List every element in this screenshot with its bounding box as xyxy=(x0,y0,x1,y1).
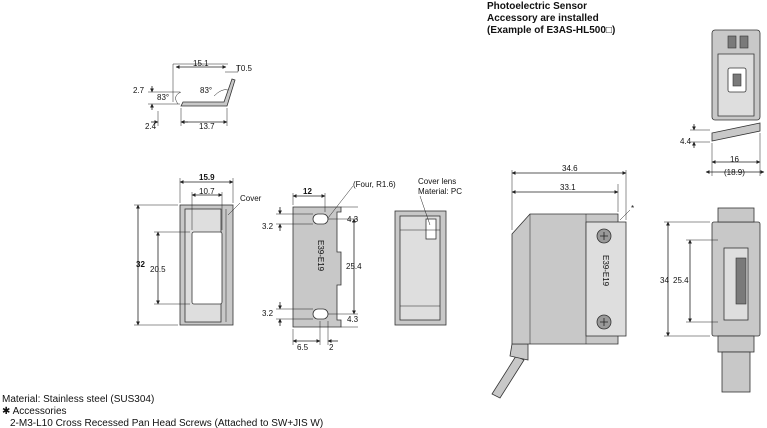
dim-12: 12 xyxy=(303,187,312,196)
dim-15-9: 15.9 xyxy=(199,173,215,182)
dim-4-4: 4.4 xyxy=(680,137,692,146)
slot-upper xyxy=(312,213,329,225)
dim-3-2-lower: 3.2 xyxy=(262,309,274,318)
bracket-back-view: E39-E19 12 (Four, R1.6) 3.2 4.3 25.4 3.2… xyxy=(262,180,396,352)
dim-2-4: 2.4 xyxy=(145,122,157,131)
sensor-side-view: E39-E19 * 34.6 33.1 xyxy=(491,164,634,399)
asterisk-mark: * xyxy=(631,204,634,213)
sensor-top-view: 4.4 16 (18.9) xyxy=(680,29,765,177)
dim-25-4-back: 25.4 xyxy=(346,262,362,271)
dim-2: 2 xyxy=(329,343,334,352)
dim-25-4-front: 25.4 xyxy=(673,276,689,285)
back-engraving: E39-E19 xyxy=(316,240,325,272)
dim-10-7: 10.7 xyxy=(199,187,215,196)
dim-34-6: 34.6 xyxy=(562,164,578,173)
dim-83-b: 83° xyxy=(200,86,212,95)
bracket-side-profile xyxy=(180,78,236,107)
label-cover: Cover xyxy=(240,194,262,203)
sensor-front-cable xyxy=(721,351,751,393)
label-four-r1-6: (Four, R1.6) xyxy=(353,180,396,189)
sensor-cable xyxy=(491,355,525,399)
dim-32: 32 xyxy=(136,260,145,269)
bracket-side-view: 15.1 T0.5 2.7 83° 83° 2.4 13.7 xyxy=(133,59,253,131)
dim-3-2-upper: 3.2 xyxy=(262,222,274,231)
label-material-pc: Material: PC xyxy=(418,187,462,196)
dim-4-3-lower: 4.3 xyxy=(347,315,359,324)
side-engraving: E39-E19 xyxy=(601,255,610,287)
dim-4-3-upper: 4.3 xyxy=(347,215,359,224)
cover-lens-view: Cover lens Material: PC xyxy=(394,177,462,326)
dim-33-1: 33.1 xyxy=(560,183,576,192)
dim-13-7: 13.7 xyxy=(199,122,215,131)
note-accessories: ✱ Accessories xyxy=(2,406,67,417)
slot-lower xyxy=(312,308,329,320)
dim-15-1: 15.1 xyxy=(193,59,209,68)
bracket-front-view: 15.9 10.7 Cover 32 20.5 xyxy=(134,173,262,326)
title-line-3: (Example of E3AS-HL500□) xyxy=(487,25,615,36)
dim-18-9: (18.9) xyxy=(724,168,745,177)
dim-2-7: 2.7 xyxy=(133,86,145,95)
note-material: Material: Stainless steel (SUS304) xyxy=(2,394,154,405)
dim-34: 34 xyxy=(660,276,669,285)
sensor-front-view: 34 25.4 xyxy=(660,207,761,393)
title-line-2: Accessory are installed xyxy=(487,13,599,24)
note-screws: 2-M3-L10 Cross Recessed Pan Head Screws … xyxy=(10,418,323,428)
dim-20-5: 20.5 xyxy=(150,265,166,274)
dim-6-5: 6.5 xyxy=(297,343,309,352)
front-window xyxy=(191,231,223,305)
label-cover-lens: Cover lens xyxy=(418,177,456,186)
dim-16: 16 xyxy=(730,155,739,164)
title-line-1: Photoelectric Sensor xyxy=(487,1,587,12)
sensor-top-bracket xyxy=(711,122,761,142)
dim-83-a: 83° xyxy=(157,93,169,102)
dim-t0-5: T0.5 xyxy=(236,64,253,73)
